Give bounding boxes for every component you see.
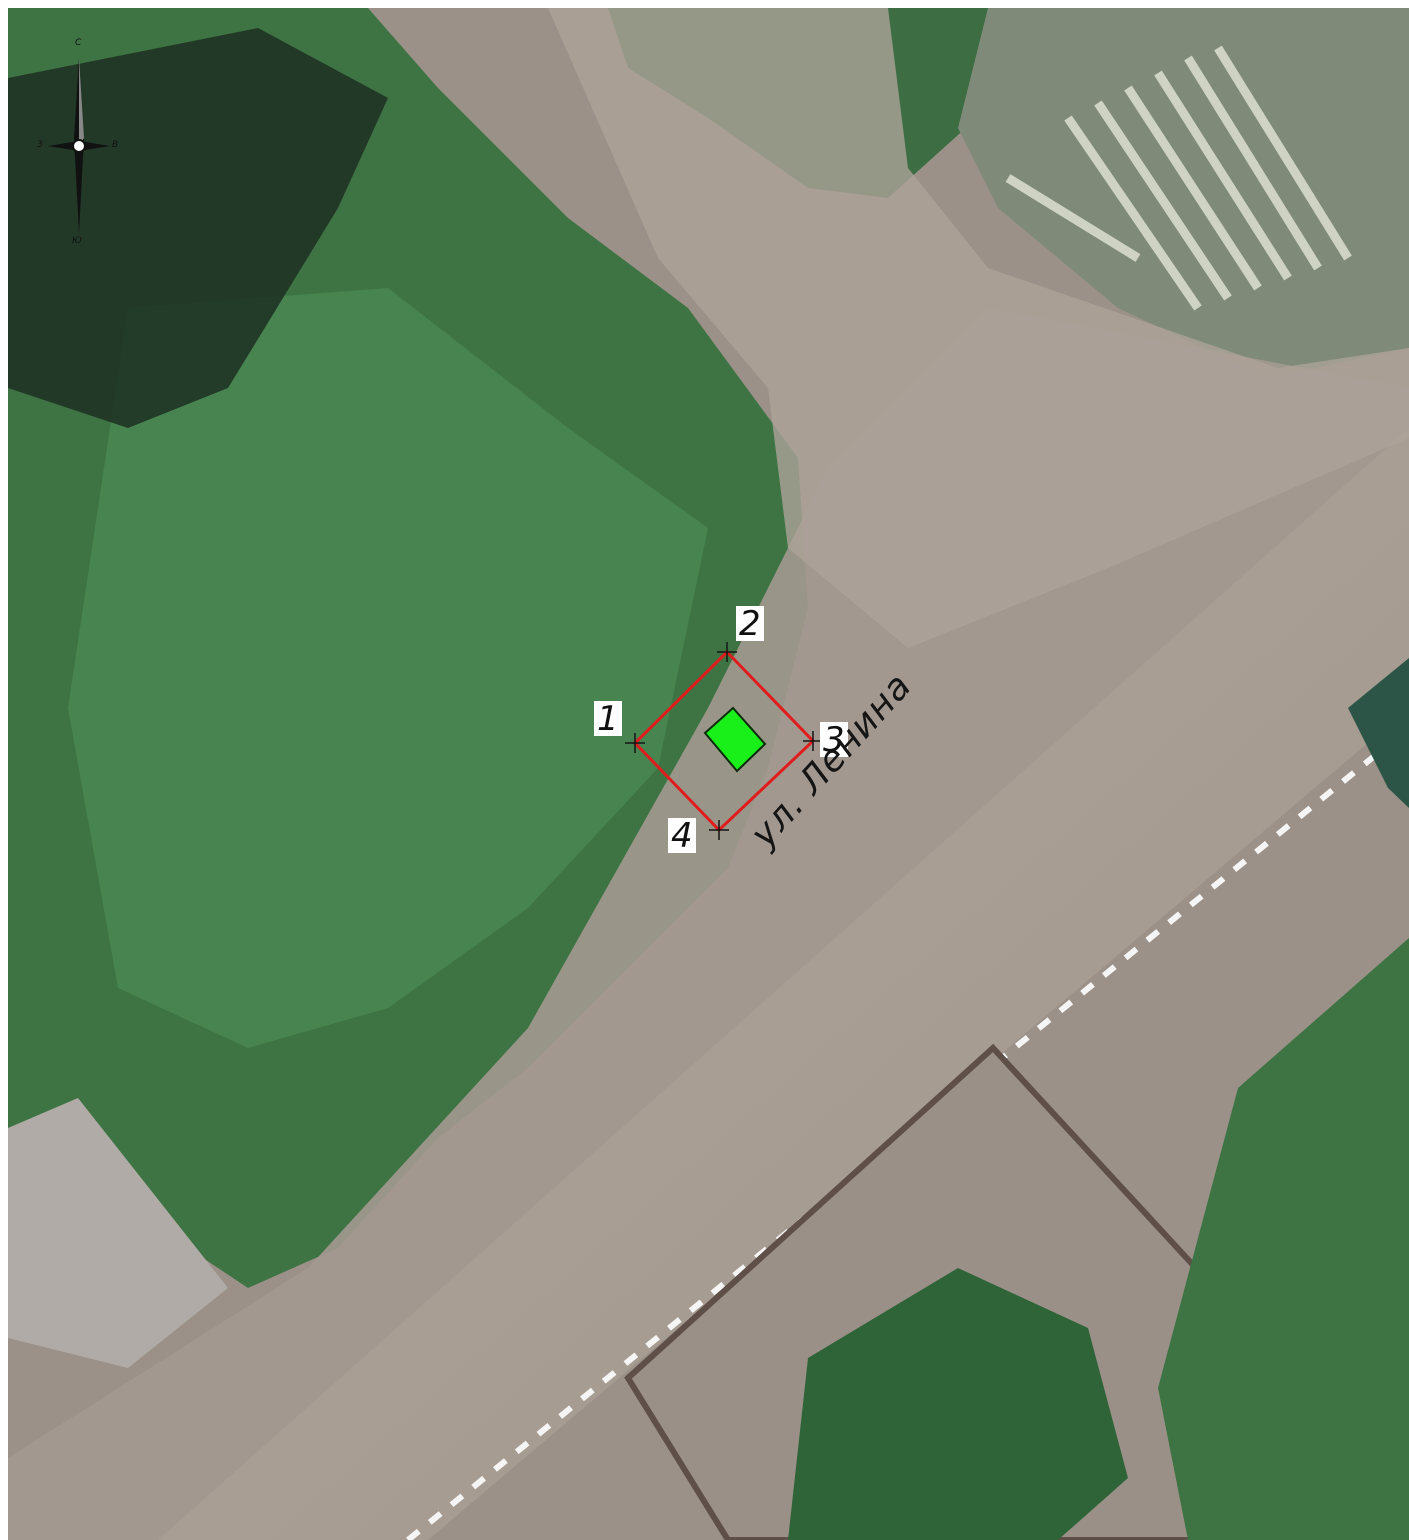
- compass-north-label: С: [75, 38, 82, 48]
- compass-east-label: В: [112, 140, 119, 150]
- compass-south-label: Ю: [72, 236, 82, 246]
- point-label-4: 4: [668, 818, 696, 853]
- field-stripes: [1005, 45, 1352, 311]
- compass-rose-icon: [48, 58, 110, 233]
- point-marker-icon: [625, 642, 823, 840]
- field-area: [958, 8, 1409, 378]
- roadside: [8, 308, 1409, 1540]
- building-left: [8, 1098, 228, 1368]
- building-roof-right: [1348, 658, 1409, 808]
- side-road: [548, 8, 1409, 648]
- vegetation-bottom: [788, 1268, 1128, 1540]
- point-label-2: 2: [736, 606, 764, 641]
- compass-west-label: З: [37, 140, 43, 150]
- vegetation-highlight: [68, 288, 708, 1048]
- point-label-1: 1: [594, 701, 622, 736]
- object-marker: [703, 706, 767, 773]
- shadow-area: [8, 28, 388, 428]
- vegetation-bottom-right: [1158, 938, 1409, 1540]
- map-frame: С З В Ю 1 2 3 4 ул. Ленина: [8, 8, 1409, 1540]
- point-label-3: 3: [820, 722, 848, 757]
- satellite-map: [8, 8, 1409, 1540]
